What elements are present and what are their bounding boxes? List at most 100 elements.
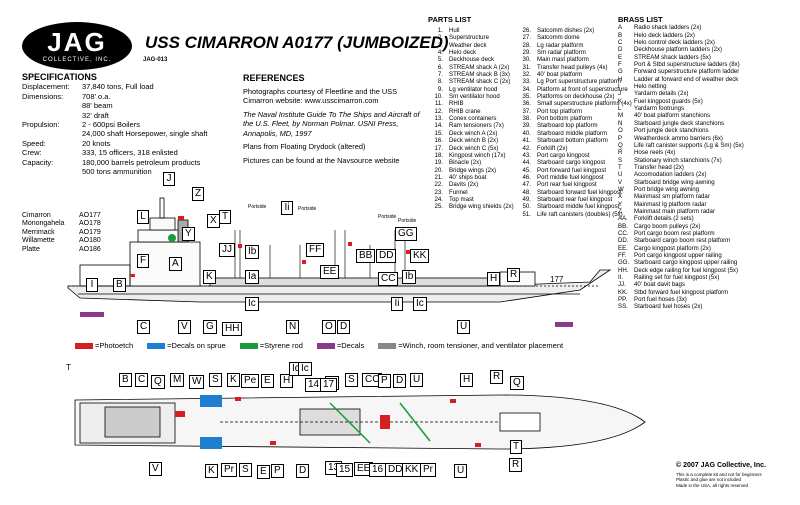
parts-list-item-number: 42. [522,144,531,152]
side-part-label: EE [320,265,340,279]
brass-list-item-number: AA. [618,215,628,223]
side-part-label: HH [222,322,243,336]
brass-list-item: KK.Stbd forward fuel kingpost platform [618,289,744,296]
brass-list-item-number: L [618,105,622,113]
parts-list-item-number: 43. [522,151,531,159]
parts-list-item-number: 31. [522,63,531,71]
parts-list-item-number: 15. [434,129,443,137]
legend-item: =Decals [316,341,364,350]
parts-list-item-number: 13. [434,115,443,123]
top-part-label: W [189,375,205,389]
parts-list-item-number: 14. [434,122,443,130]
parts-list-item-text: Forklift (2x) [537,144,568,152]
parts-list-item-text: Lg Port superstructure platform [537,78,621,86]
parts-list-item: 3.Weather deck [428,42,514,49]
brass-list-item-number: V [618,178,623,186]
sister-row-label: Willamette [22,237,55,245]
brass-list-item-text: 40' boat platform stanchions [634,112,711,120]
side-part-label: FF [306,243,325,257]
parts-list-item-number: 27. [522,34,531,42]
top-part-label: R [509,458,523,472]
spec-row-label: Propulsion: [22,120,60,130]
sister-row-value: AO178 [79,220,101,228]
spec-row: Dimensions:708' o.a. [22,92,208,101]
parts-list-item: 44. Starboard cargo kingpost [516,159,632,166]
parts-list-item-number: 41. [522,137,531,145]
parts-list-item-text: Main mast platform [537,56,589,64]
top-part-label: Q [510,376,524,390]
parts-list-item-text: Conex containers [449,115,497,123]
top-part-label: Pe [241,374,260,388]
parts-list-item-number: 51. [522,210,531,218]
side-decal-mark-2 [555,322,573,327]
reference-book: The Naval Institute Guide To The Ships a… [243,109,420,138]
kit-number: JAG-013 [143,57,168,63]
parts-list-heading: PARTS LIST [428,15,472,24]
top-part-label: M [170,373,185,387]
brass-list-item-number: CC. [618,229,629,237]
parts-list-item-text: Superstructure [449,34,489,42]
parts-list-item-number: 18. [434,151,443,159]
reference-plans: Plans from Floating Drydock (altered) [243,142,366,151]
parts-list-item-text: Deck winch A (2x) [449,129,498,137]
side-part-label: KK [410,249,430,263]
page-title: USS CIMARRON A0177 (JUMBOIZED) [145,33,449,52]
logo-subtitle: COLLECTIVE, INC. [42,57,112,63]
side-part-label: CC [378,272,399,286]
legend-item: =Decals on sprue [147,341,226,350]
parts-list-item-number: 37. [522,107,531,115]
parts-list-item-number: 17. [434,144,443,152]
parts-list-item-number: 44. [522,159,531,167]
spec-row: Speed: 20 knots [22,139,208,148]
parts-list-item-text: Port middle fuel kingpost [537,173,604,181]
spec-row-value: 20 knots [82,138,111,148]
side-part-label: Ii [281,201,293,215]
parts-list-item-text: Sm ventilator hood [449,93,500,101]
brass-list-item-number: B [618,31,623,39]
parts-list-item-text: STREAM shack C (2x) [449,78,511,86]
brass-list-item-number: T [618,163,622,171]
brass-list-item-number: Z [618,207,622,215]
side-part-label: H [487,272,501,286]
spec-row-label: Speed: [22,138,46,148]
parts-list-item: 8.STREAM shack C (2x) [428,78,514,85]
top-part-label: Pr [420,463,436,477]
top-part-label: S [239,463,252,477]
parts-list-item-number: 5. [437,56,443,64]
hull-number: 177 [550,275,564,284]
parts-list-item: 10.Sm ventilator hood [428,93,514,100]
parts-list-item-number: 3. [437,41,443,49]
parts-list-item: 4.Helo deck [428,49,514,56]
spec-row: Propulsion:2 - 600psi Boilers [22,120,208,129]
brass-list-item-number: M [618,112,624,120]
brass-list-item-number: O [618,127,623,135]
parts-list-item-number: 21. [434,173,443,181]
parts-list-item-number: 38. [522,115,531,123]
parts-list-item-text: Starboard forward fuel kingpost [537,188,622,196]
parts-list-item-text: Lg radar platform [537,41,584,49]
brass-list-item: M 40' boat platform stanchions [618,112,744,119]
brass-list-item: EE.Cargo kingpost platform (2x) [618,245,744,252]
brass-list-item-number: E [618,53,623,61]
portside-tag: Portside [398,218,417,224]
parts-list-item-text: Deck winch B (2x) [449,137,499,145]
brass-list-item-text: Radio shack ladders (2x) [634,24,702,32]
spec-row-label [22,111,82,120]
top-part-label: T [510,440,523,454]
top-part-label: P [271,464,284,478]
parts-list-item-text: Starboard cargo kingpost [537,159,606,167]
parts-list-item-text: Port bottom platform [537,115,593,123]
fine-print-line: Made in the USA, all rights reserved [676,482,749,488]
parts-list-item-number: 36. [522,100,531,108]
parts-list-item-text: 40' ships boat [449,173,487,181]
parts-list-item: 47.Port rear fuel kingpost [516,181,632,188]
side-part-label: L [137,210,149,224]
spec-row: 32' draft [22,111,208,120]
